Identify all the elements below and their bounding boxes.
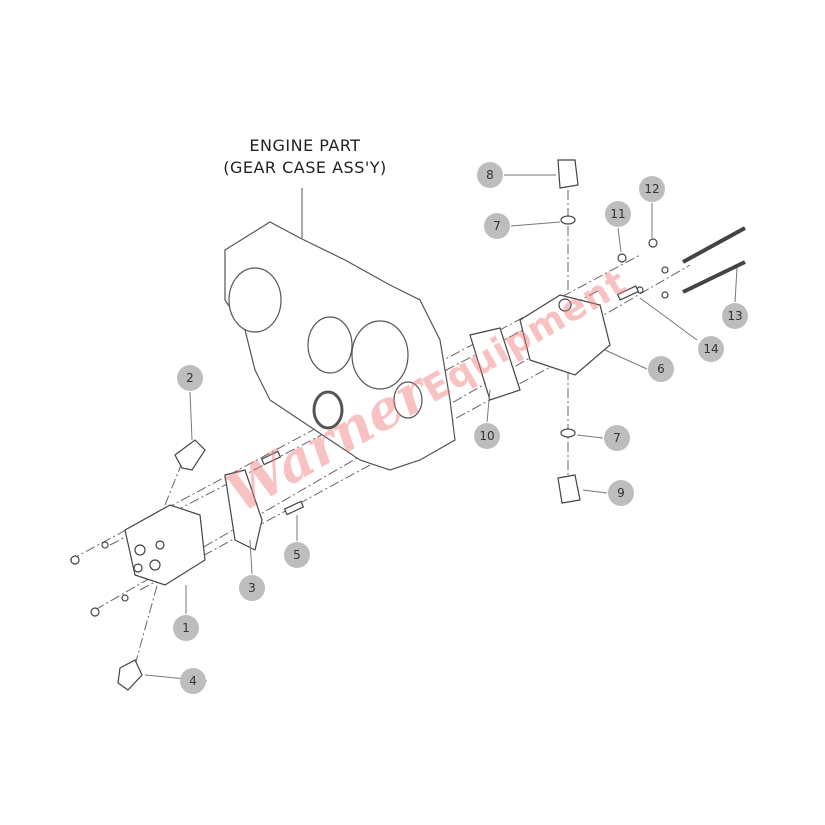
title-line-1: ENGINE PART: [249, 136, 361, 155]
gear-pump-part: [70, 439, 305, 691]
callout-11: 11: [605, 201, 631, 227]
svg-text:12: 12: [644, 182, 659, 196]
svg-text:3: 3: [248, 581, 256, 595]
svg-text:10: 10: [479, 429, 494, 443]
svg-text:7: 7: [493, 219, 501, 233]
callout-2: 2: [177, 365, 203, 391]
svg-text:9: 9: [617, 486, 625, 500]
callout-14: 14: [698, 336, 724, 362]
callout-8: 8: [477, 162, 503, 188]
svg-text:7: 7: [613, 431, 621, 445]
svg-text:4: 4: [189, 674, 197, 688]
callout-13: 13: [722, 303, 748, 329]
gear-case: [224, 221, 456, 471]
callout-9: 9: [608, 480, 634, 506]
svg-text:1: 1: [182, 621, 190, 635]
callout-10: 10: [474, 423, 500, 449]
callout-7-lower: 7: [604, 425, 630, 451]
callout-6: 6: [648, 356, 674, 382]
callout-5: 5: [284, 542, 310, 568]
svg-text:5: 5: [293, 548, 301, 562]
svg-text:8: 8: [486, 168, 494, 182]
callout-1: 1: [173, 615, 199, 641]
callout-3: 3: [239, 575, 265, 601]
callout-4: 4: [180, 668, 206, 694]
title-line-2: (GEAR CASE ASS'Y): [223, 158, 387, 177]
hydraulic-pump-part: [469, 159, 746, 504]
callout-7-upper: 7: [484, 213, 510, 239]
leader-lines: [144, 174, 738, 682]
callout-12: 12: [639, 176, 665, 202]
svg-text:14: 14: [703, 342, 718, 356]
svg-text:2: 2: [186, 371, 194, 385]
svg-text:11: 11: [610, 207, 625, 221]
svg-text:6: 6: [657, 362, 665, 376]
diagram-title: ENGINE PART (GEAR CASE ASS'Y): [190, 135, 420, 179]
svg-text:13: 13: [727, 309, 742, 323]
